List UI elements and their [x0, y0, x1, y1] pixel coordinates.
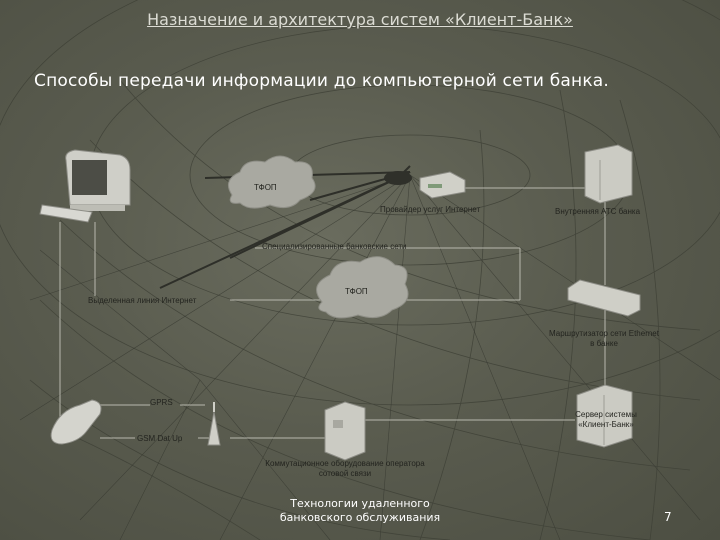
router-icon [567, 279, 641, 317]
leased-line-label: Выделенная линия Интернет [88, 296, 197, 305]
cloud-icon [227, 155, 316, 209]
slide-footer: Технологии удаленного банковского обслуж… [279, 497, 441, 524]
page-number: 7 [664, 510, 672, 524]
ats-label: Внутренняя АТС банка [555, 207, 641, 216]
gsm-label: GSM Dat Up [137, 434, 183, 443]
cloud-label-mid: ТФОП [345, 287, 368, 296]
cloud-icon [316, 256, 409, 319]
mobile-phone-icon [50, 399, 102, 445]
router-label: Маршрутизатор сети Ethernet в банке [549, 329, 659, 348]
modem-icon [419, 171, 466, 199]
cloud-label-top: ТФОП [254, 183, 277, 192]
provider-label: Провайдер услуг Интернет [380, 205, 481, 214]
server-icon [576, 384, 633, 448]
server-icon [324, 401, 366, 461]
slide-subtitle: Способы передачи информации до компьютер… [34, 71, 610, 91]
server-icon [584, 144, 633, 204]
satellite-dish-icon [384, 165, 412, 185]
gprs-label: GPRS [150, 398, 173, 407]
connection-lines [59, 187, 606, 439]
keyboard-icon [39, 204, 93, 223]
bank-server-label: Сервер системы «Клиент-Банк» [575, 410, 637, 429]
slide-title: Назначение и архитектура систем «Клиент-… [147, 10, 573, 29]
computer-icon [65, 149, 131, 211]
switching-equipment-label: Коммутационное оборудование оператора со… [265, 459, 425, 478]
antenna-icon [207, 402, 221, 446]
specialized-networks-label: Специализированные банковские сети [262, 242, 407, 251]
